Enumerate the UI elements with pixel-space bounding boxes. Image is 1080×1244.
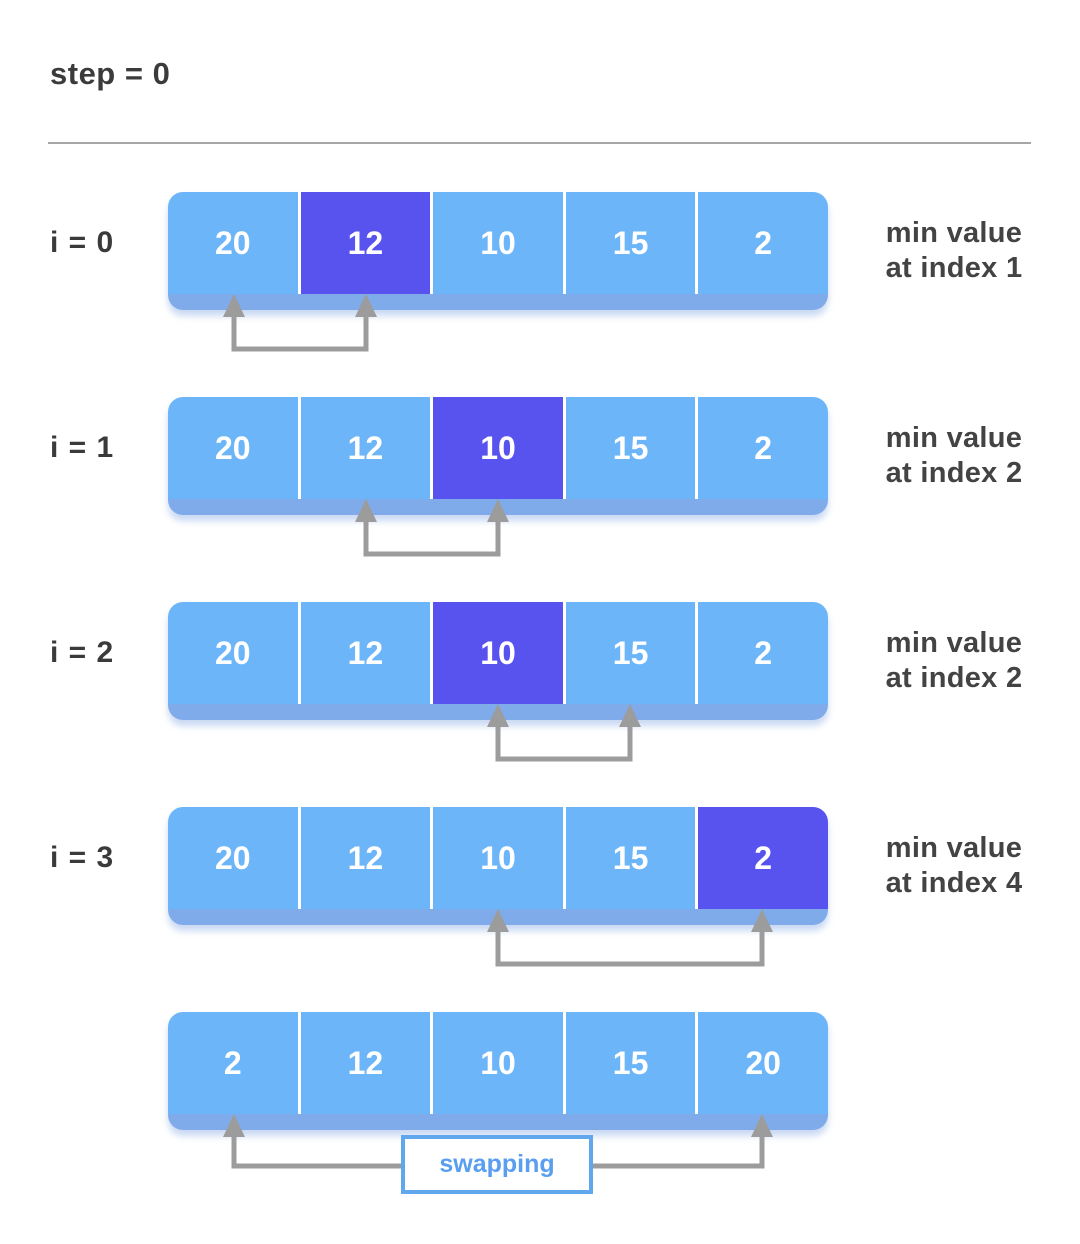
array-cell: 20 <box>168 602 298 704</box>
array-cell: 12 <box>297 1012 431 1114</box>
page-title: step = 0 <box>50 56 171 91</box>
comparison-arrow <box>487 909 773 967</box>
iteration-label: i = 3 <box>50 841 115 874</box>
array-cell: 2 <box>695 602 828 704</box>
array-cell: 15 <box>562 602 696 704</box>
min-value-note: min value at index 2 <box>885 422 1023 489</box>
min-value-note: min value at index 2 <box>885 627 1023 694</box>
array-cell: 20 <box>695 1012 828 1114</box>
comparison-arrow <box>487 704 641 762</box>
array-cell: 12 <box>297 602 431 704</box>
array-cell: 10 <box>430 1012 563 1114</box>
array-cell: 10 <box>430 807 563 909</box>
comparison-arrow <box>355 499 509 557</box>
comparison-arrow <box>223 294 377 352</box>
array-cell-highlighted: 10 <box>430 602 563 704</box>
array-cell: 15 <box>562 807 696 909</box>
array-cell: 2 <box>168 1012 298 1114</box>
array-cell-highlighted: 12 <box>297 192 431 294</box>
iteration-label <box>0 1012 168 1114</box>
iteration-label: i = 1 <box>50 431 115 464</box>
array-cell: 20 <box>168 397 298 499</box>
array-cell-highlighted: 2 <box>695 807 828 909</box>
array-cell: 20 <box>168 192 298 294</box>
iteration-label: i = 0 <box>50 226 115 259</box>
array-cell: 2 <box>695 192 828 294</box>
swapping-box: swapping <box>401 1135 593 1194</box>
array-cell: 12 <box>297 807 431 909</box>
array-cell: 15 <box>562 397 696 499</box>
bar-shadow-band <box>168 294 828 310</box>
min-value-note <box>828 1012 1080 1130</box>
array-cell: 2 <box>695 397 828 499</box>
array-cell: 15 <box>562 1012 696 1114</box>
array-cell: 15 <box>562 192 696 294</box>
swapping-label: swapping <box>439 1150 555 1178</box>
divider-line <box>48 142 1031 144</box>
array-cell-highlighted: 10 <box>430 397 563 499</box>
iteration-label: i = 2 <box>50 636 115 669</box>
array-cell: 20 <box>168 807 298 909</box>
min-value-note: min value at index 4 <box>885 832 1023 899</box>
array-cell: 10 <box>430 192 563 294</box>
array-cell: 12 <box>297 397 431 499</box>
min-value-note: min value at index 1 <box>885 217 1023 284</box>
bar-shadow-band <box>168 1114 828 1130</box>
